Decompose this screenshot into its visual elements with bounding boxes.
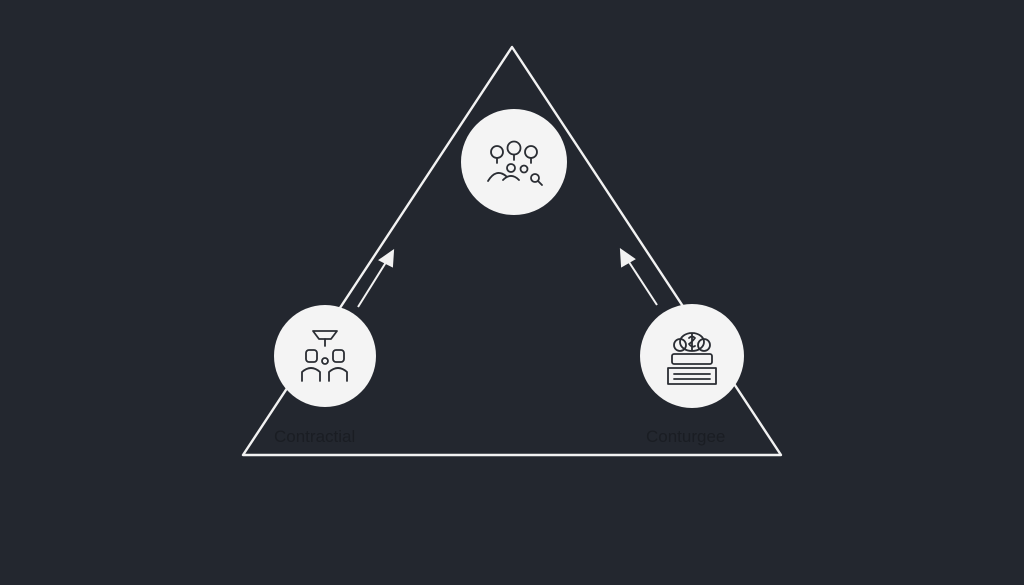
arrow-right-to-top [619, 248, 658, 306]
node-left-label: Contractial [274, 427, 355, 446]
triangle-outline [241, 45, 783, 457]
arrow-left-to-top [357, 248, 395, 308]
two-people-icon [301, 330, 348, 382]
people-ideas-search-icon [487, 140, 543, 186]
node-right-label: Conturgee [646, 427, 725, 446]
node-top [461, 109, 567, 215]
money-register-icon [667, 332, 717, 385]
node-left [274, 305, 376, 407]
node-right [640, 304, 744, 408]
